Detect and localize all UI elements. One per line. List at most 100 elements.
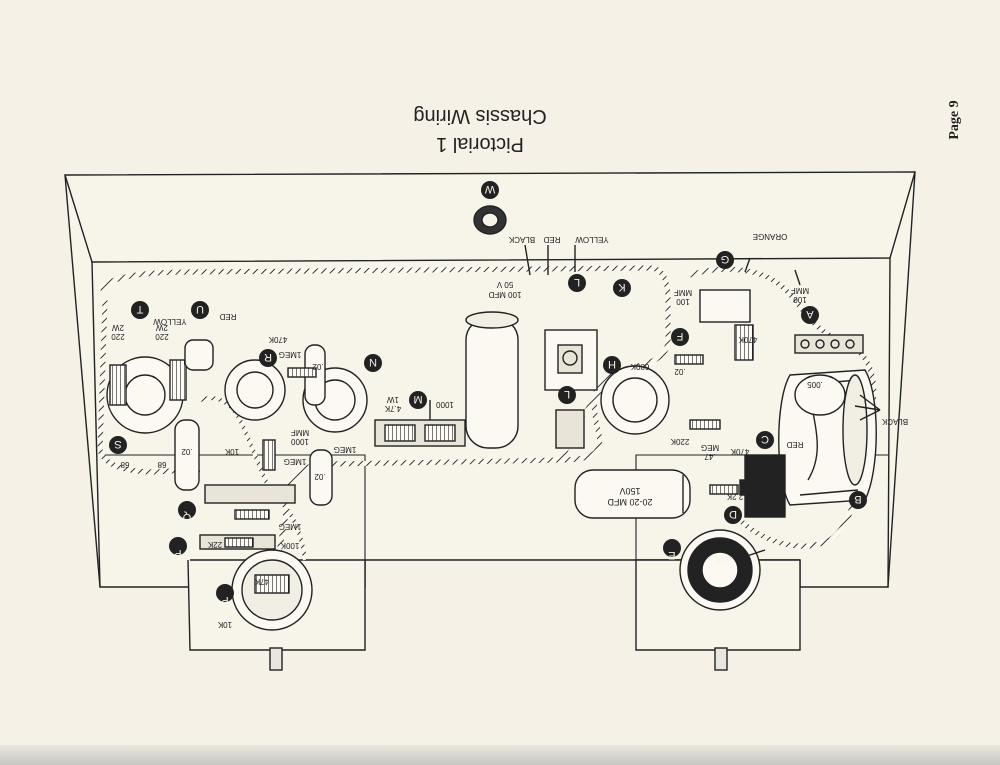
chassis-top-fold	[64, 171, 916, 263]
page-shadow	[0, 745, 1000, 765]
electrolytic-100mfd	[465, 317, 519, 449]
svg-text:20-20 MFD: 20-20 MFD	[607, 497, 653, 507]
svg-text:1000: 1000	[291, 437, 309, 446]
capacitor-02-left	[174, 419, 200, 491]
svg-text:1MEG: 1MEG	[279, 350, 302, 359]
svg-text:1000: 1000	[436, 400, 454, 409]
svg-text:R: R	[264, 351, 272, 363]
svg-text:100: 100	[676, 297, 690, 306]
callout-l: L	[558, 386, 576, 404]
svg-text:D: D	[729, 508, 737, 520]
svg-text:L: L	[564, 388, 570, 400]
svg-text:68: 68	[120, 460, 129, 469]
svg-text:10K: 10K	[714, 555, 729, 564]
svg-text:1W: 1W	[387, 395, 399, 404]
callout-n: N	[364, 354, 382, 372]
svg-text:L: L	[574, 276, 580, 288]
svg-text:MMF: MMF	[791, 286, 809, 295]
svg-text:U: U	[196, 303, 204, 315]
svg-text:1MEG: 1MEG	[284, 457, 307, 466]
svg-text:A: A	[806, 308, 814, 320]
svg-text:MMF: MMF	[291, 428, 309, 437]
callout-p: P	[216, 584, 234, 606]
callout-t: S	[109, 436, 127, 454]
svg-text:2W: 2W	[112, 323, 124, 332]
component-labels: ORANGE 100 MMF BLACK .005 RED 2.2K 470K …	[111, 232, 908, 629]
svg-text:2.2K: 2.2K	[726, 492, 743, 501]
svg-text:10K: 10K	[224, 447, 239, 456]
svg-text:P: P	[174, 547, 181, 559]
terminal-strip-a	[794, 334, 864, 354]
capacitor-02-mid	[309, 449, 333, 506]
svg-text:.02: .02	[181, 447, 193, 456]
svg-text:RED: RED	[543, 235, 560, 244]
svg-text:470K: 470K	[268, 335, 287, 344]
svg-text:680K: 680K	[630, 362, 649, 371]
svg-text:220: 220	[155, 332, 169, 341]
wire-harness	[97, 265, 671, 561]
svg-text:4.7K: 4.7K	[384, 404, 401, 413]
svg-text:N: N	[369, 356, 377, 368]
svg-text:.005: .005	[807, 380, 823, 389]
svg-text:68: 68	[157, 460, 166, 469]
svg-text:.02: .02	[314, 472, 326, 481]
svg-text:H: H	[608, 358, 616, 370]
electrolytic-20-20	[574, 469, 691, 519]
capacitor-005	[794, 374, 846, 416]
tube-socket-h	[600, 365, 670, 435]
callout-g: G	[716, 251, 734, 269]
callout-markers: W G A L K F H L C B D E N M R U T S Q P …	[109, 181, 867, 606]
svg-text:.02: .02	[312, 362, 324, 371]
svg-text:22K: 22K	[207, 540, 222, 549]
svg-text:50 V: 50 V	[496, 280, 513, 289]
svg-text:F: F	[676, 330, 683, 342]
callout-u: T	[131, 301, 149, 319]
svg-text:470K: 470K	[730, 447, 749, 456]
callout-f: F	[671, 328, 689, 346]
svg-text:K: K	[618, 281, 626, 293]
svg-text:W: W	[484, 183, 495, 195]
svg-text:RED: RED	[786, 440, 803, 449]
terminal-strip-l	[555, 409, 585, 449]
black-pot	[744, 454, 786, 518]
svg-text:.02: .02	[674, 367, 686, 376]
callout-v: U	[191, 301, 209, 319]
svg-text:S: S	[114, 438, 121, 450]
svg-text:.47: .47	[704, 452, 716, 461]
shaft-right	[714, 647, 728, 671]
svg-text:470K: 470K	[738, 335, 757, 344]
callout-j: K	[613, 279, 631, 297]
callout-s: R	[259, 349, 277, 367]
callout-m: M	[409, 391, 427, 409]
wire-harness-right	[689, 266, 877, 549]
svg-text:P: P	[221, 594, 228, 606]
svg-text:1MEG: 1MEG	[334, 445, 357, 454]
svg-text:220K: 220K	[670, 437, 689, 446]
svg-text:B: B	[854, 493, 861, 505]
callout-k: L	[568, 274, 586, 292]
svg-text:100: 100	[793, 295, 807, 304]
svg-text:E: E	[668, 549, 675, 561]
svg-text:G: G	[721, 253, 730, 265]
svg-text:1MEG: 1MEG	[279, 522, 302, 531]
callout-r: Q	[178, 501, 196, 523]
terminal-strip-r	[204, 484, 296, 504]
svg-text:2W: 2W	[156, 323, 168, 332]
svg-text:10K: 10K	[217, 620, 232, 629]
tube-socket-s	[224, 359, 286, 421]
svg-text:.02: .02	[699, 582, 711, 591]
svg-text:RED: RED	[219, 312, 236, 321]
callout-q: P	[169, 537, 187, 559]
svg-text:220: 220	[111, 332, 125, 341]
callout-h: H	[603, 356, 621, 374]
svg-text:M: M	[413, 393, 422, 405]
svg-text:C: C	[761, 433, 769, 445]
svg-text:MMF: MMF	[674, 288, 692, 297]
svg-text:100 MFD: 100 MFD	[488, 290, 521, 299]
svg-text:100K: 100K	[280, 541, 299, 550]
callout-w-top: W	[481, 181, 499, 199]
svg-text:BLACK: BLACK	[508, 235, 535, 244]
capacitor-v	[184, 339, 214, 371]
